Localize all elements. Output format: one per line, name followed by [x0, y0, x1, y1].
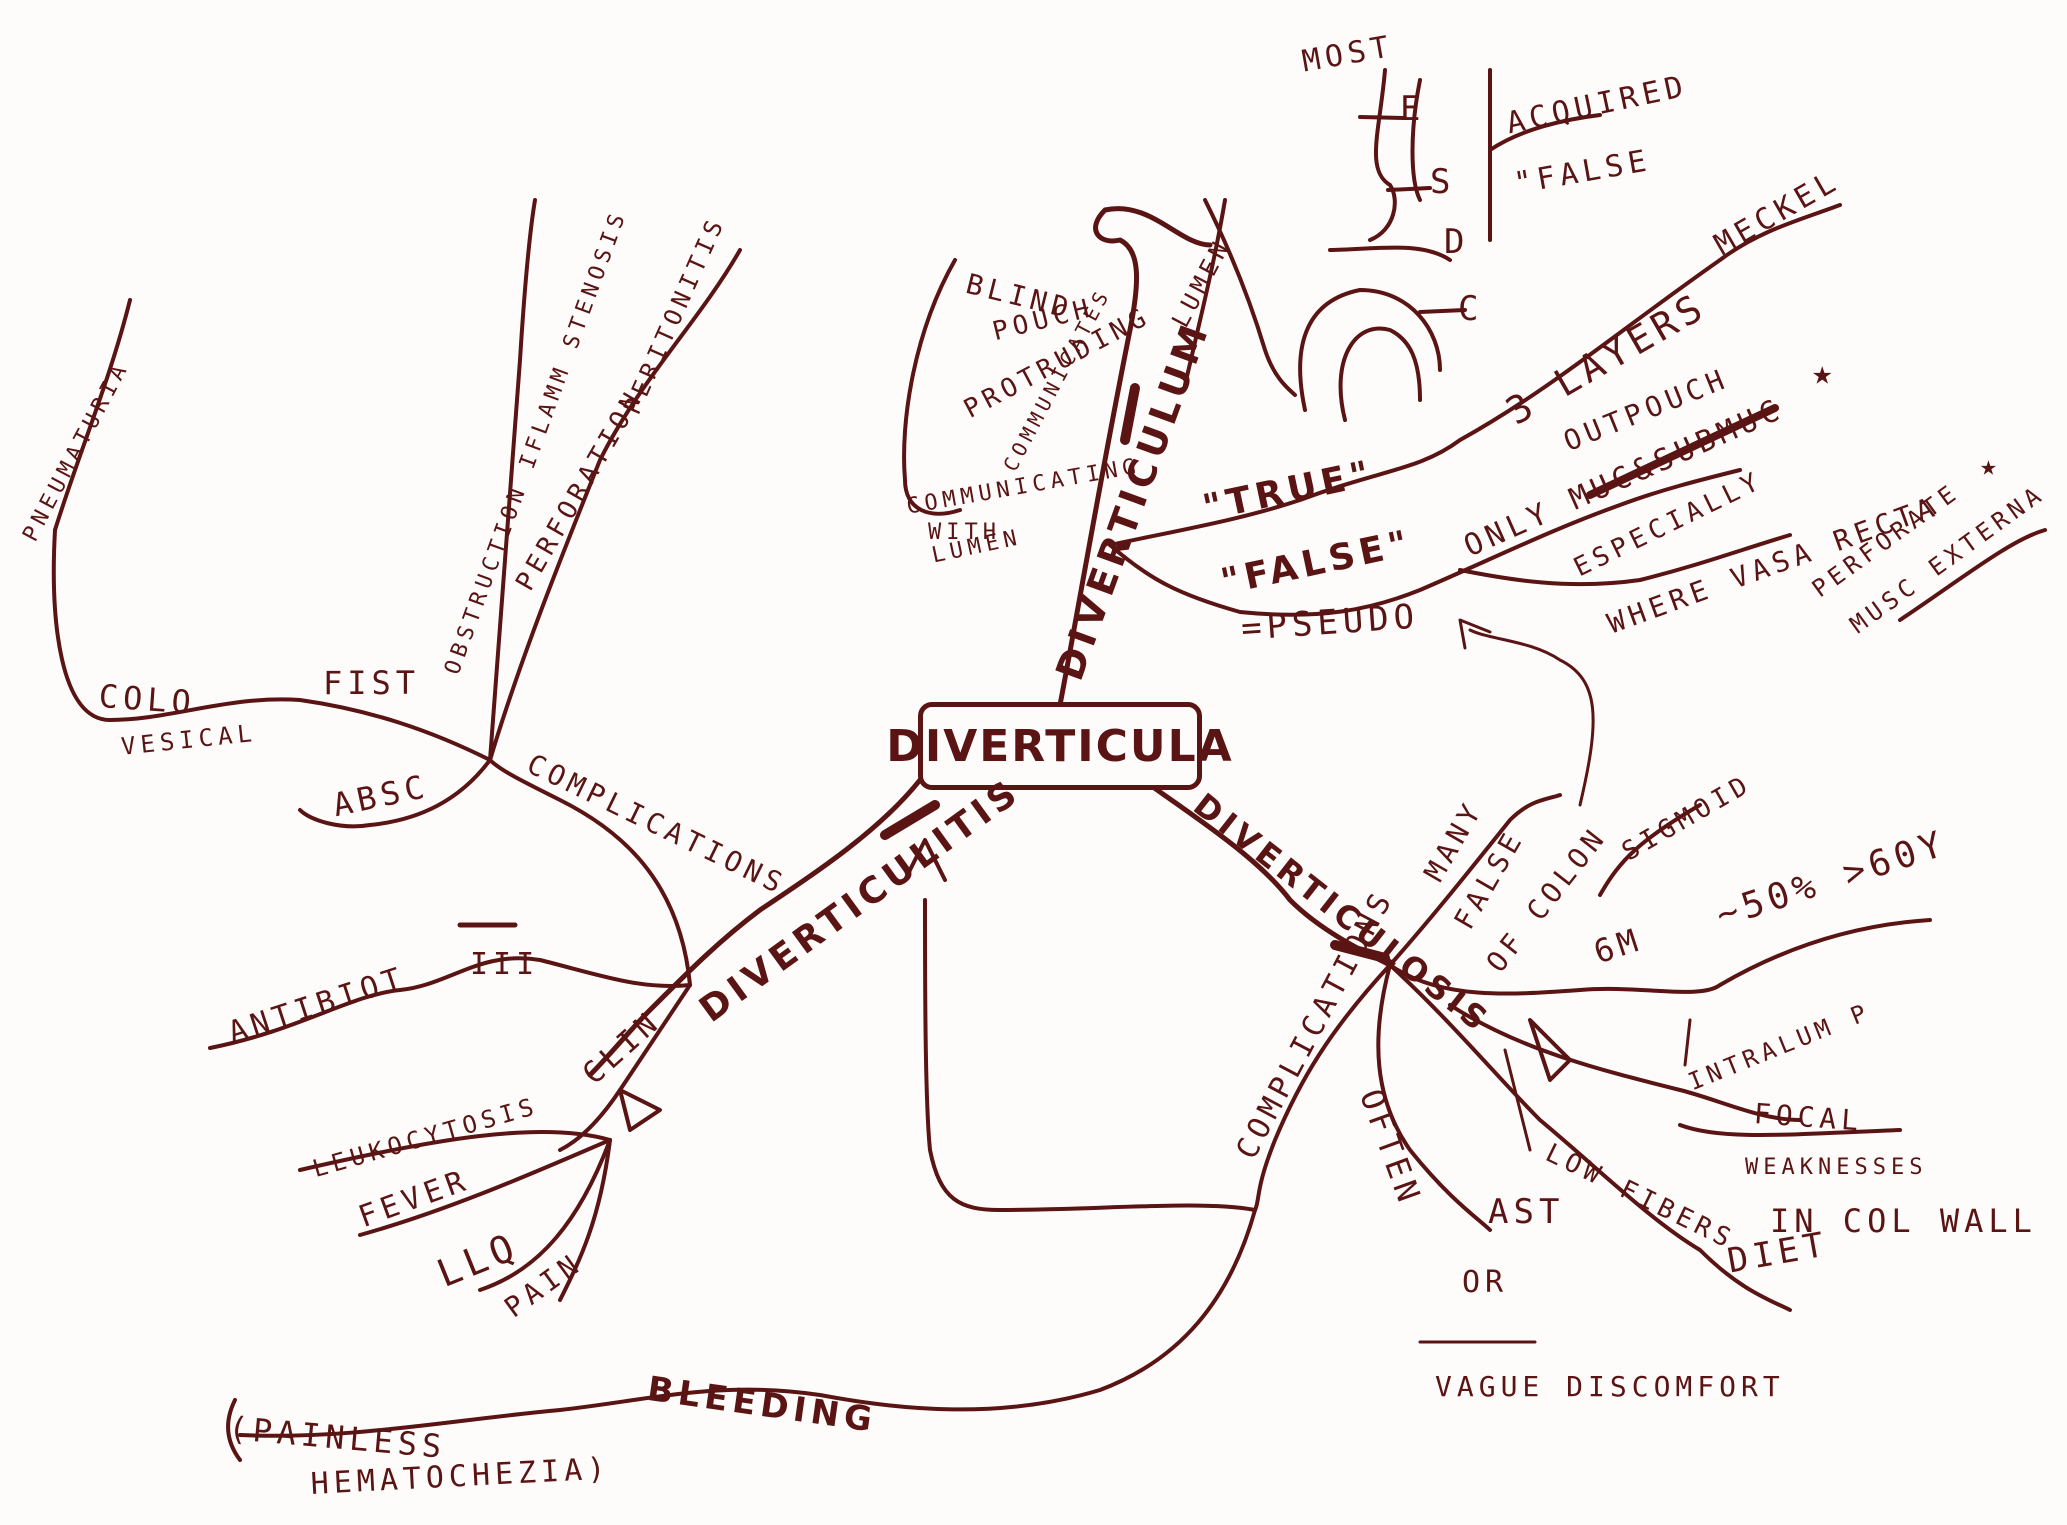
- stroke-complications-right: [1253, 963, 1392, 1212]
- stroke-vasa-recta: [1458, 533, 1792, 587]
- stroke-bidir-vertical: [1503, 1048, 1532, 1152]
- organ-d: D: [1444, 222, 1470, 262]
- stroke-blind-pouch: [902, 258, 962, 516]
- stroke-organ-d: [1328, 245, 1452, 262]
- stroke-musc-externa: [1898, 528, 2047, 622]
- stroke-organ-e: [1368, 68, 1397, 242]
- label-focal: FOCAL: [1752, 1097, 1865, 1138]
- stroke-organ-c-inner: [1338, 326, 1422, 422]
- stroke-thick-diverticulum: [1120, 383, 1140, 445]
- stroke-arrow-pseudo-head: [1458, 618, 1492, 650]
- organ-c: C: [1458, 289, 1484, 329]
- label-vague-discomfort: VAGUE DISCOMFORT: [1435, 1370, 1785, 1403]
- stroke-to-diverticulum: [1057, 206, 1213, 708]
- stroke-lumen-right: [1203, 198, 1297, 397]
- label-ast: AST: [1488, 1192, 1565, 1232]
- stroke-to-diverticulitis: [587, 777, 923, 1078]
- stroke-often: [1376, 963, 1492, 1232]
- stroke-sixty-percent: [1388, 918, 1932, 996]
- stroke-lumen-line: [1183, 198, 1227, 387]
- label-weaknesses: WEAKNESSES: [1745, 1155, 1928, 1180]
- stroke-to-false: [1108, 468, 1742, 617]
- label-colo: COLO: [97, 677, 198, 722]
- star-annotation-2: ★: [1980, 449, 2002, 482]
- star-annotation-1: ★: [1812, 353, 1838, 393]
- stroke-pain: [558, 1138, 612, 1302]
- stroke-llq: [478, 1138, 612, 1292]
- organ-e: E: [1400, 89, 1426, 129]
- stroke-organ-s: [1410, 78, 1422, 202]
- stroke-antibiotics: [208, 956, 692, 1050]
- stroke-many: [1388, 793, 1562, 967]
- label-or: OR: [1462, 1265, 1509, 1300]
- stroke-bleeding-bracket: [226, 1398, 242, 1462]
- stroke-weakness-arrow: [1528, 1018, 1572, 1082]
- stroke-complications-left: [488, 758, 692, 987]
- stroke-thick-diverticulitis: [880, 800, 940, 840]
- stroke-arrow-up: [903, 838, 947, 882]
- stroke-arrow-clin: [618, 1088, 662, 1132]
- central-title: DIVERTICULA: [886, 720, 1234, 772]
- organ-s: S: [1430, 162, 1456, 202]
- label-fist: FIST: [323, 664, 421, 702]
- stroke-tick-s: [1386, 186, 1432, 192]
- stroke-thick-diverticulosis: [1330, 940, 1390, 963]
- stroke-bleeding: [238, 1208, 1257, 1438]
- stroke-low-fibers: [1388, 963, 1792, 1312]
- stroke-fever: [358, 1138, 612, 1237]
- stroke-fist-colo: [51, 528, 492, 762]
- stroke-complications-main: [923, 898, 1257, 1212]
- stroke-intraluminal: [1448, 1003, 1802, 1122]
- stroke-tick-c: [1418, 308, 1467, 314]
- label-iii: III: [470, 947, 540, 982]
- label-with: WITH: [928, 520, 1001, 545]
- stroke-abscess: [298, 758, 492, 829]
- stroke-acquired-line: [1488, 113, 1602, 152]
- stroke-intraluminal-up: [1683, 1018, 1692, 1067]
- stroke-leukocytosis: [298, 1129, 612, 1172]
- stroke-focal: [1678, 1123, 1902, 1137]
- stroke-perforation: [488, 248, 742, 762]
- stroke-organ-c-outer: [1298, 288, 1442, 412]
- stroke-pneumaturia: [53, 298, 132, 532]
- stroke-arrow-pseudo: [1468, 628, 1595, 807]
- stroke-sigmoid: [1598, 803, 1702, 897]
- stroke-to-true: [1108, 203, 1842, 547]
- label-in-col-wall: IN COL WALL: [1770, 1202, 2037, 1240]
- central-node: DIVERTICULA: [886, 702, 1232, 790]
- stroke-thick-submuc: [1586, 404, 1779, 499]
- stroke-tick-e: [1358, 115, 1407, 120]
- stroke-obstruction: [488, 198, 537, 762]
